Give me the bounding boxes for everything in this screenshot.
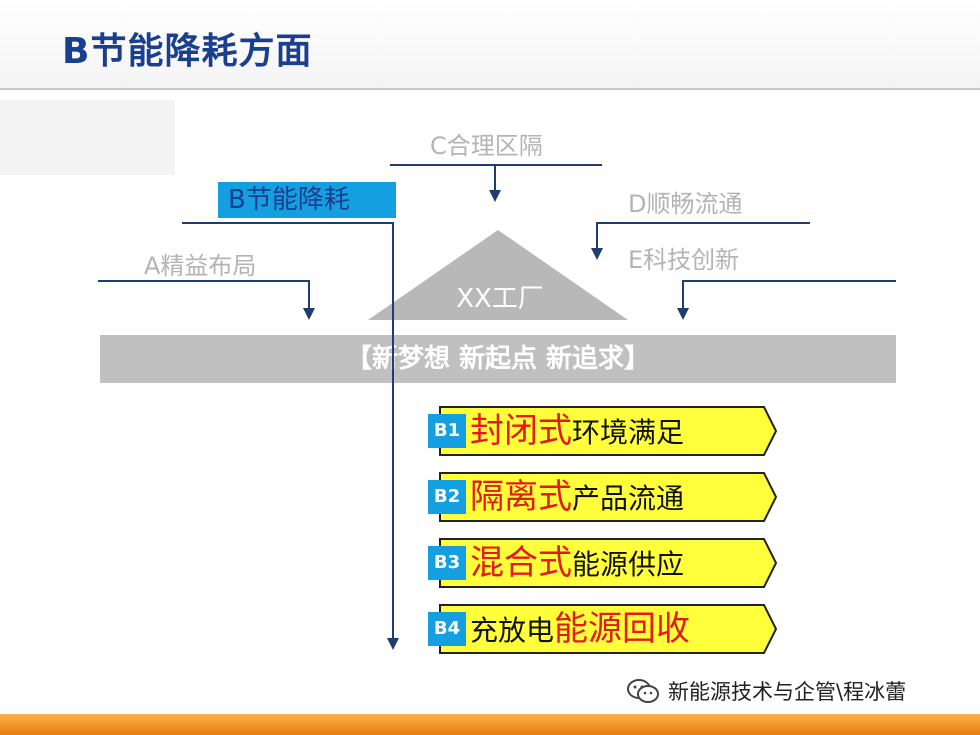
connector-a-drop	[308, 280, 310, 310]
list-item: B2 隔离式产品流通	[428, 471, 778, 523]
slide-title: B节能降耗方面	[62, 31, 313, 72]
item-badge: B4	[428, 612, 466, 646]
input-label-d: D顺畅流通	[628, 190, 743, 218]
list-item: B1 封闭式环境满足	[428, 405, 778, 457]
focus-label-b: B节能降耗	[218, 182, 396, 218]
arrow-down-icon	[489, 190, 501, 202]
watermark: 新能源技术与企管\程冰蕾	[626, 676, 906, 706]
item-badge: B2	[428, 480, 466, 514]
item-badge: B3	[428, 546, 466, 580]
ghost-panel	[0, 100, 175, 175]
connector-c-drop	[494, 164, 496, 192]
item-highlight: 能源回收	[554, 609, 691, 649]
connector-e-line	[682, 280, 896, 282]
list-item: B4 充放电能源回收	[428, 603, 778, 655]
item-text: 封闭式环境满足	[470, 405, 684, 457]
item-highlight: 隔离式	[470, 477, 572, 517]
factory-label: XX工厂	[456, 284, 544, 314]
arrow-down-icon	[387, 638, 399, 650]
list-item: B3 混合式能源供应	[428, 537, 778, 589]
input-label-e: E科技创新	[628, 246, 740, 274]
item-rest: 环境满足	[572, 416, 685, 449]
item-highlight: 混合式	[470, 543, 572, 583]
item-badge: B1	[428, 414, 466, 448]
connector-c-line	[390, 164, 602, 166]
slide-header: B节能降耗方面	[0, 0, 980, 90]
connector-b-drop	[392, 222, 394, 640]
wechat-icon	[627, 679, 659, 703]
item-prefix: 充放电	[470, 614, 555, 647]
item-rest: 产品流通	[572, 482, 685, 515]
connector-b-line	[182, 222, 394, 224]
arrow-down-icon	[677, 308, 689, 320]
footer-bar	[0, 714, 980, 735]
item-text: 混合式能源供应	[470, 537, 684, 589]
item-text: 隔离式产品流通	[470, 471, 684, 523]
item-highlight: 封闭式	[470, 411, 572, 451]
item-text: 充放电能源回收	[470, 603, 690, 655]
slogan-banner: 【新梦想 新起点 新追求】	[100, 335, 896, 383]
input-label-a: A精益布局	[144, 252, 257, 280]
input-label-c: C合理区隔	[430, 132, 543, 160]
factory-triangle	[368, 230, 628, 320]
connector-a-line	[98, 280, 310, 282]
item-rest: 能源供应	[572, 548, 685, 581]
connector-e-drop	[682, 280, 684, 310]
watermark-text: 新能源技术与企管\程冰蕾	[668, 680, 907, 704]
arrow-down-icon	[303, 308, 315, 320]
connector-d-line	[596, 222, 810, 224]
